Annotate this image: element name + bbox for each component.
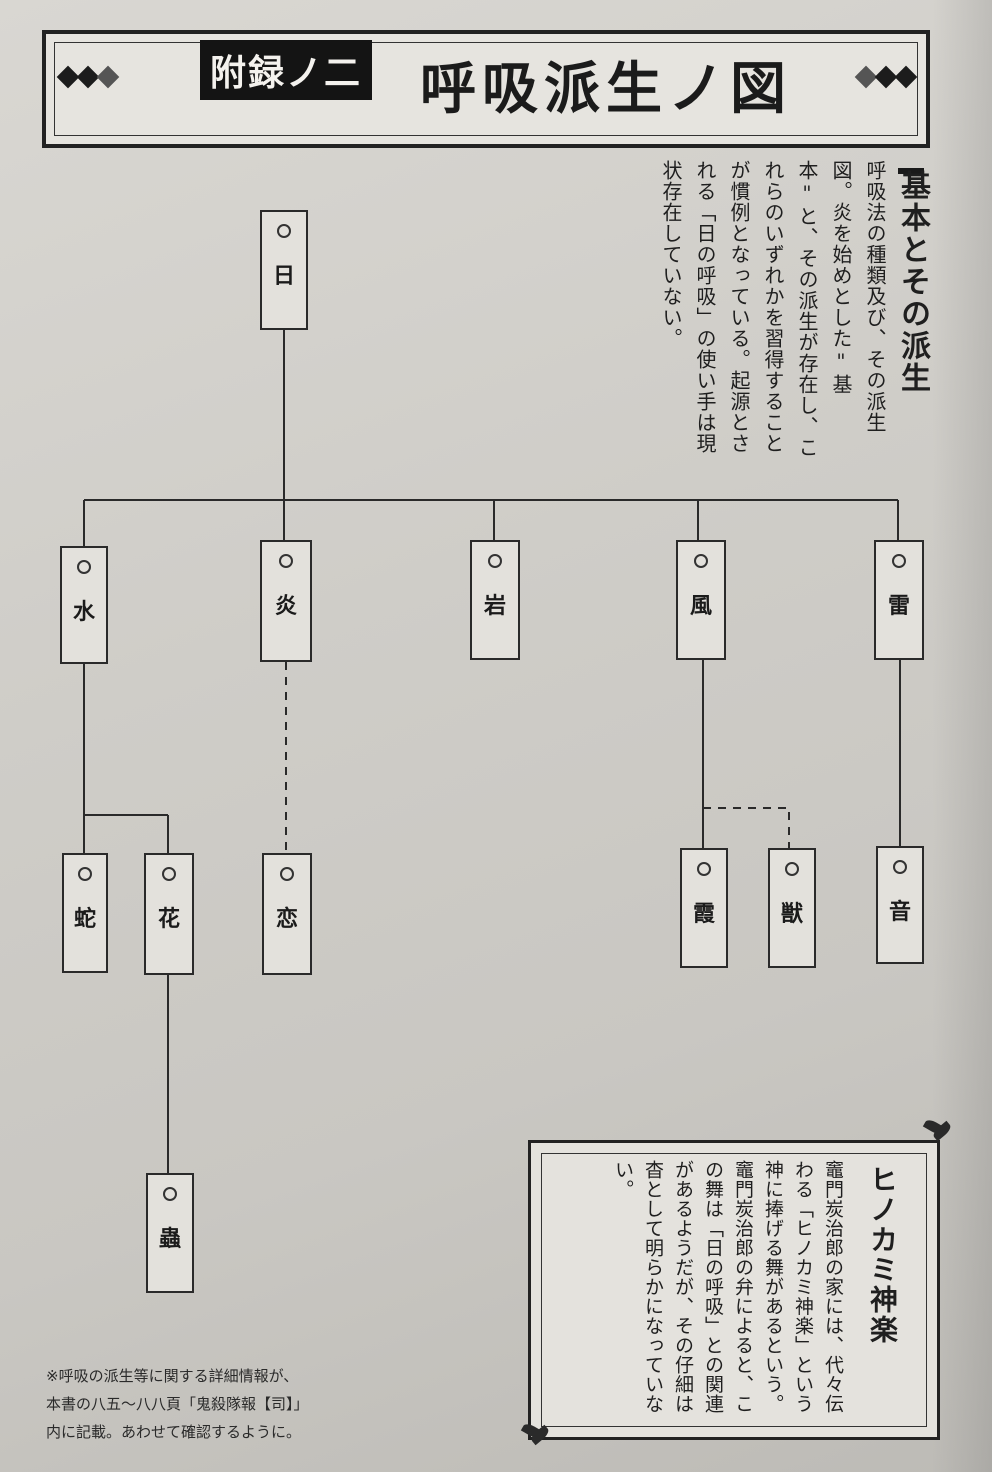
node-label: 水 [72, 600, 95, 625]
footnote-line: 本書の八五〜八八頁「鬼殺隊報【司】」 [46, 1395, 309, 1413]
node-hebi: 蛇 [62, 853, 108, 973]
circle-icon [892, 554, 906, 568]
title-banner [42, 30, 930, 148]
node-label: 蟲 [158, 1227, 181, 1252]
circle-icon [78, 867, 92, 881]
node-hana: 花 [144, 853, 194, 975]
title-banner-inner-border [54, 42, 918, 136]
node-label: 炎 [274, 594, 297, 619]
section-body: 呼吸法の種類及び、その派生図。炎を始めとした"基本"と、その派生が存在し、これら… [659, 160, 887, 458]
circle-icon [77, 560, 91, 574]
sidebar-title: ヒノカミ神楽 [866, 1165, 899, 1345]
circle-icon [280, 867, 294, 881]
heading-marker [898, 168, 924, 174]
page-edge-shadow [932, 0, 992, 1472]
node-kaze: 風 [676, 540, 726, 660]
node-honoo: 炎 [260, 540, 312, 662]
node-oto: 音 [876, 846, 924, 964]
node-hi: 日 [260, 210, 308, 330]
edge-kaze-kemono [703, 807, 790, 850]
node-label: 霞 [692, 902, 715, 927]
page-title: 呼吸派生ノ図 [420, 56, 792, 122]
node-label: 日 [272, 264, 295, 289]
circle-icon [694, 554, 708, 568]
node-label: 風 [689, 594, 712, 619]
footnote-line: ※呼吸の派生等に関する詳細情報が、 [46, 1367, 299, 1385]
circle-icon [279, 554, 293, 568]
node-kasumi: 霞 [680, 848, 728, 968]
node-mushi: 蟲 [146, 1173, 194, 1293]
circle-icon [488, 554, 502, 568]
node-label: 花 [157, 907, 180, 932]
node-koi: 恋 [262, 853, 312, 975]
sidebar-box-inner-border [541, 1153, 927, 1427]
circle-icon [162, 867, 176, 881]
floral-ornament-icon [516, 1412, 556, 1452]
node-label: 恋 [275, 907, 298, 932]
sidebar-box [528, 1140, 940, 1440]
node-label: 蛇 [73, 907, 96, 932]
section-heading: 基本とその派生 [895, 170, 930, 394]
node-kaminari: 雷 [874, 540, 924, 660]
sidebar-body: 竈門炭治郎の家には、代々伝わる「ヒノカミ神楽」という神に捧げる舞があるという。竈… [612, 1160, 844, 1414]
node-label: 岩 [483, 594, 506, 619]
node-iwa: 岩 [470, 540, 520, 660]
node-label: 音 [888, 900, 911, 925]
circle-icon [277, 224, 291, 238]
node-label: 獣 [780, 902, 803, 927]
circle-icon [785, 862, 799, 876]
footnote: ※呼吸の派生等に関する詳細情報が、 本書の八五〜八八頁「鬼殺隊報【司】」 内に記… [46, 1362, 506, 1446]
node-kemono: 獣 [768, 848, 816, 968]
footnote-line: 内に記載。あわせて確認するように。 [46, 1423, 302, 1441]
node-label: 雷 [887, 594, 910, 619]
circle-icon [893, 860, 907, 874]
circle-icon [697, 862, 711, 876]
floral-ornament-icon [918, 1108, 958, 1148]
appendix-label: 附録ノ二 [200, 40, 372, 100]
circle-icon [163, 1187, 177, 1201]
node-mizu: 水 [60, 546, 108, 664]
